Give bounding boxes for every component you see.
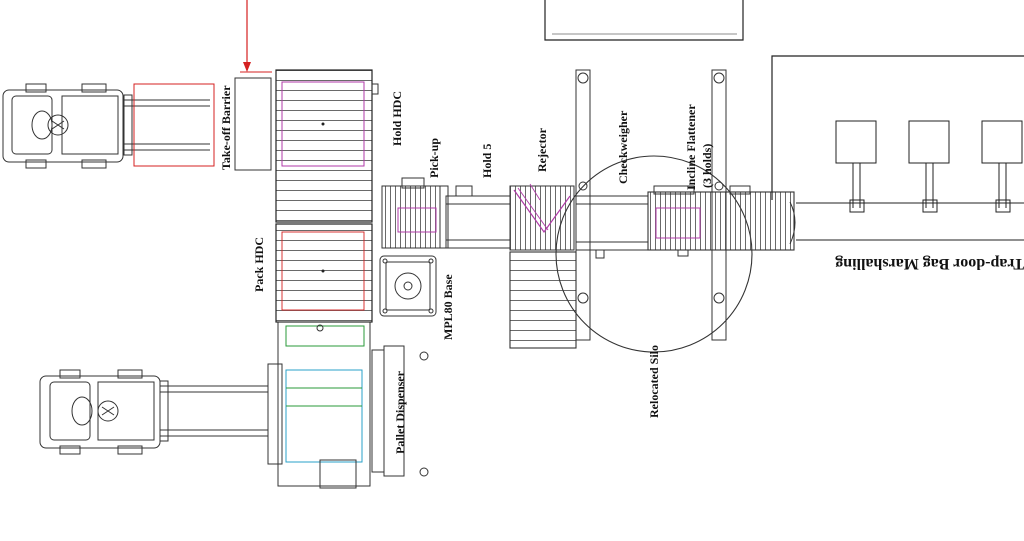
label-pick-up: Pick-up xyxy=(427,138,441,178)
label-mpl80-base: MPL80 Base xyxy=(441,274,455,340)
label-hold-5: Hold 5 xyxy=(480,144,494,178)
label-rejector: Rejector xyxy=(535,127,549,172)
pack-hdc-conveyor xyxy=(275,223,373,323)
hold-hdc-conveyor xyxy=(275,69,379,223)
mpl80-base xyxy=(379,255,437,317)
rejector-unit xyxy=(509,183,575,251)
forklift-top xyxy=(2,83,210,169)
building-outline-top xyxy=(544,0,744,41)
checkweigher-conveyor xyxy=(575,195,649,259)
forklift-bottom xyxy=(39,369,268,455)
hold-5-conveyor xyxy=(445,185,511,249)
label-pallet-dispenser: Pallet Dispenser xyxy=(393,370,407,454)
label-incline-flattener-sub: (3 holds) xyxy=(700,144,714,188)
label-checkweigher: Checkweigher xyxy=(616,110,630,184)
pick-up-unit xyxy=(381,177,449,249)
label-incline-flattener: Incline Flattener xyxy=(684,104,698,190)
label-trap-door: Trap-door Bag Marshalling xyxy=(835,255,1024,272)
take-off-barrier-box xyxy=(234,77,272,171)
label-hold-hdc: Hold HDC xyxy=(390,91,404,146)
incline-flattener xyxy=(647,185,796,257)
trap-door-marshalling xyxy=(771,55,1024,241)
label-relocated-silo: Relocated Silo xyxy=(647,345,661,418)
pallet-dispenser xyxy=(267,321,429,489)
label-take-off-barrier: Take-off Barrier xyxy=(219,85,233,170)
reject-conveyor xyxy=(509,251,577,349)
label-pack-hdc: Pack HDC xyxy=(252,237,266,292)
red-arrow-icon xyxy=(240,0,272,73)
pallet-outline-red xyxy=(133,83,215,167)
